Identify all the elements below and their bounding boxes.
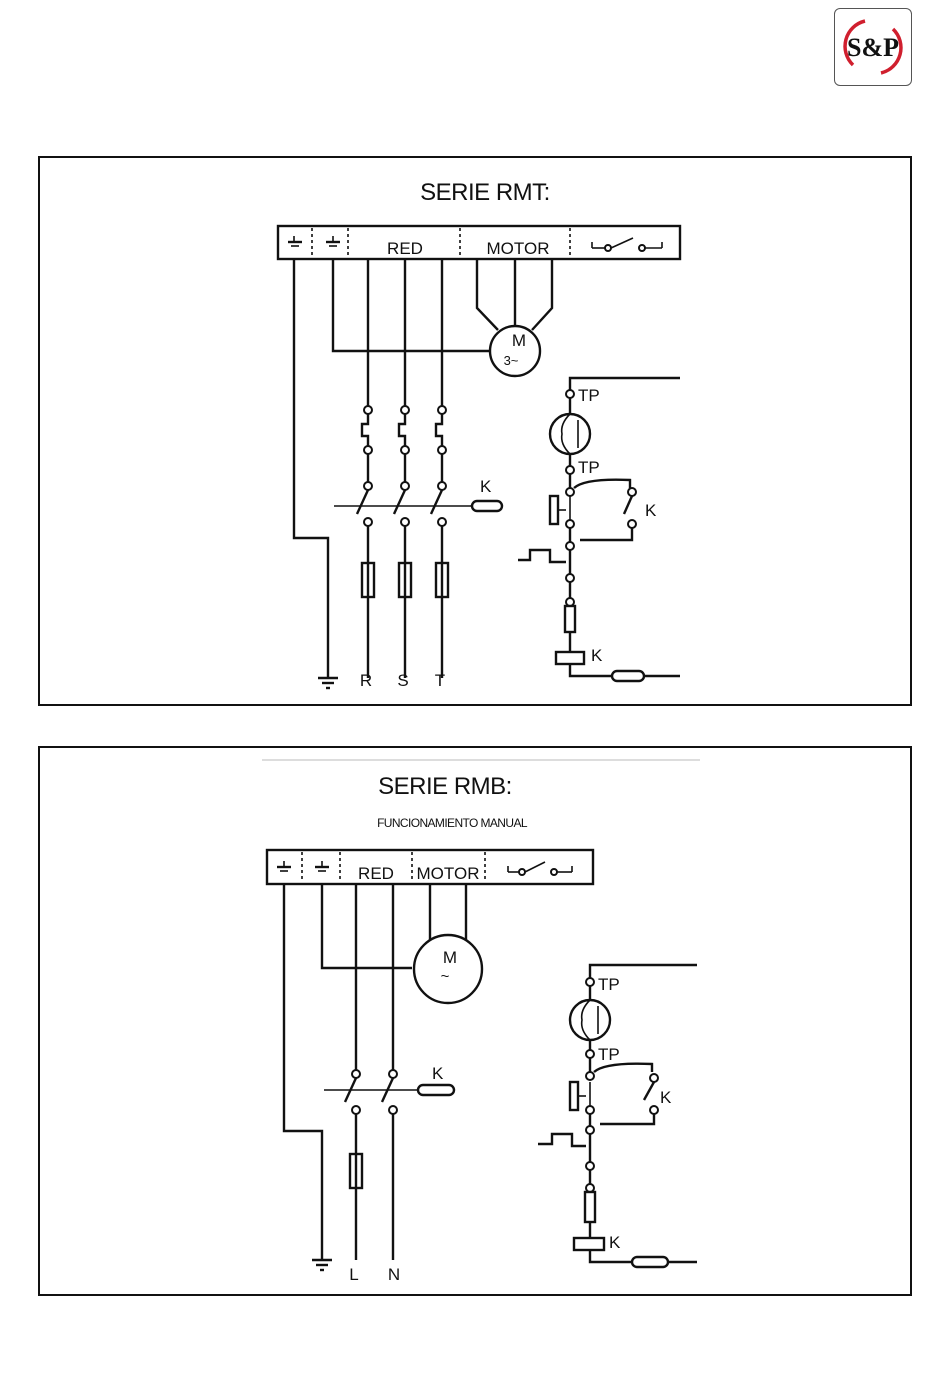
terminal-label: T <box>435 671 445 690</box>
wiring-diagram-rmb: SERIE RMB: FUNCIONAMIENTO MANUAL RED MOT… <box>40 748 910 1294</box>
single-phase-motor: M ~ <box>414 884 482 1003</box>
switch-k-label: K <box>660 1088 672 1107</box>
contactor-label: K <box>432 1064 444 1083</box>
diagram-panel-rmb: SERIE RMB: FUNCIONAMIENTO MANUAL RED MOT… <box>38 746 912 1296</box>
ground-symbol-icon <box>315 861 329 871</box>
control-circuit <box>518 378 680 681</box>
motor-label: M <box>512 331 526 350</box>
terminal-label: S <box>397 671 408 690</box>
terminal-label: L <box>349 1265 358 1284</box>
control-circuit <box>538 965 697 1267</box>
strip-label-motor: MOTOR <box>487 239 550 258</box>
contactor-label: K <box>480 477 492 496</box>
coil-k-label: K <box>591 646 603 665</box>
wiring-diagram-rmt: SERIE RMT: RED MOTOR <box>40 158 910 704</box>
tp-label-top: TP <box>598 975 620 994</box>
ground-symbol-icon <box>288 236 302 246</box>
terminal-label: R <box>360 671 372 690</box>
motor-type-label: 3~ <box>504 353 519 368</box>
diagram-subtitle: FUNCIONAMIENTO MANUAL <box>377 816 528 830</box>
motor-type-label: ~ <box>441 968 450 985</box>
diagram-title: SERIE RMT: <box>420 179 550 206</box>
tp-label-bottom: TP <box>598 1045 620 1064</box>
ground-symbol-icon <box>326 236 340 246</box>
three-phase-motor: M 3~ <box>477 259 552 376</box>
switch-k-label: K <box>645 501 657 520</box>
earth-wire <box>284 884 322 1260</box>
phase-lines <box>334 259 502 678</box>
motor-label: M <box>443 948 457 967</box>
sp-logo-mark: S&P <box>835 9 911 85</box>
strip-label-red: RED <box>358 864 394 883</box>
terminal-label: N <box>388 1265 400 1284</box>
tp-label-bottom: TP <box>578 458 600 477</box>
diagram-panel-rmt: SERIE RMT: RED MOTOR <box>38 156 912 706</box>
switch-symbol-icon <box>592 238 662 251</box>
motor-earth-wire <box>322 884 412 968</box>
ground-symbol-icon <box>277 861 291 871</box>
coil-k-label: K <box>609 1233 621 1252</box>
terminal-strip: RED MOTOR <box>267 850 593 884</box>
sp-logo: S&P <box>834 8 912 86</box>
tp-label-top: TP <box>578 386 600 405</box>
ground-symbol-icon <box>318 678 338 688</box>
motor-earth-wire <box>333 259 490 351</box>
terminal-strip: RED MOTOR <box>278 226 680 259</box>
strip-label-red: RED <box>387 239 423 258</box>
strip-label-motor: MOTOR <box>417 864 480 883</box>
ground-symbol-icon <box>312 1260 332 1270</box>
switch-symbol-icon <box>508 862 572 875</box>
logo-text: S&P <box>847 33 899 62</box>
diagram-title: SERIE RMB: <box>378 773 512 800</box>
earth-wire <box>294 259 328 678</box>
